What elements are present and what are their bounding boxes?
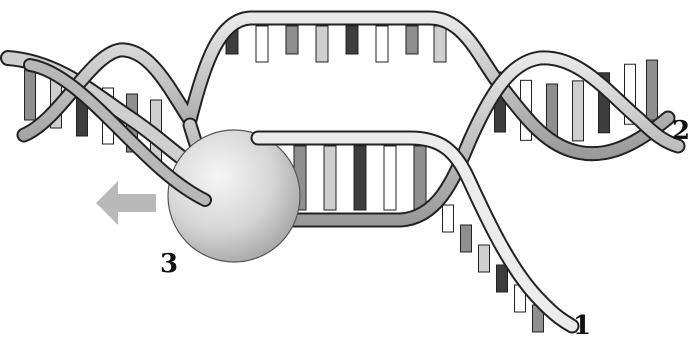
- left-arrow-icon: [96, 181, 156, 225]
- base-pair-top: [256, 26, 268, 62]
- base-pair-single-strand: [497, 265, 508, 292]
- base-pair-left-helix: [25, 70, 36, 120]
- base-pair-paired: [384, 146, 396, 210]
- base-pair-top: [316, 26, 328, 62]
- base-pair-paired: [324, 146, 336, 210]
- label-2: 2: [672, 116, 690, 146]
- base-pair-single-strand: [443, 205, 454, 232]
- base-pair-top: [376, 26, 388, 62]
- base-pair-right-helix: [647, 60, 658, 120]
- label-3: 3: [160, 249, 178, 279]
- base-pair-single-strand: [461, 225, 472, 252]
- base-pair-top: [346, 26, 358, 54]
- base-pair-top: [286, 26, 298, 54]
- base-pair-paired: [354, 146, 366, 210]
- base-pair-single-strand: [479, 245, 490, 272]
- base-pair-top: [406, 26, 418, 54]
- base-pair-right-helix: [573, 81, 584, 141]
- label-1: 1: [573, 311, 591, 341]
- base-pair-top: [434, 26, 446, 62]
- base-pair-paired: [414, 146, 426, 210]
- base-pairs: [25, 26, 658, 332]
